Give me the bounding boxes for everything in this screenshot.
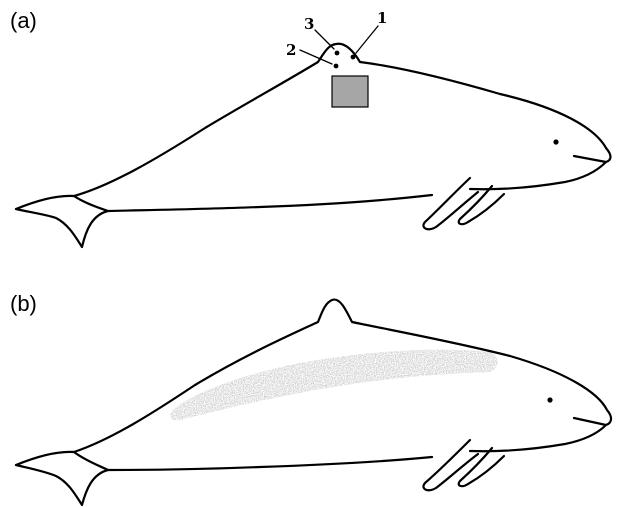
- point-label-1: 1: [377, 9, 387, 27]
- panel-a-label: (a): [10, 8, 37, 33]
- eye-a: [553, 139, 558, 144]
- sample-patch: [332, 76, 368, 107]
- porpoise-a-outline: [16, 44, 611, 247]
- eye-b: [547, 397, 552, 402]
- porpoise-b-outline: [16, 300, 611, 505]
- measurement-point-3: [335, 51, 340, 56]
- leader-line-1: [356, 26, 378, 53]
- speckled-band: [170, 350, 497, 421]
- leader-line-2: [300, 50, 332, 64]
- leader-line-3: [315, 30, 334, 49]
- point-label-3: 3: [304, 15, 314, 33]
- panel-b-label: (b): [10, 291, 37, 316]
- panel-b: (b): [10, 291, 611, 505]
- measurement-point-1: [351, 55, 356, 60]
- measurement-points: 1 2 3: [286, 9, 387, 68]
- panel-a: (a) 1 2 3: [10, 8, 611, 247]
- point-label-2: 2: [286, 41, 296, 59]
- measurement-point-2: [334, 64, 339, 69]
